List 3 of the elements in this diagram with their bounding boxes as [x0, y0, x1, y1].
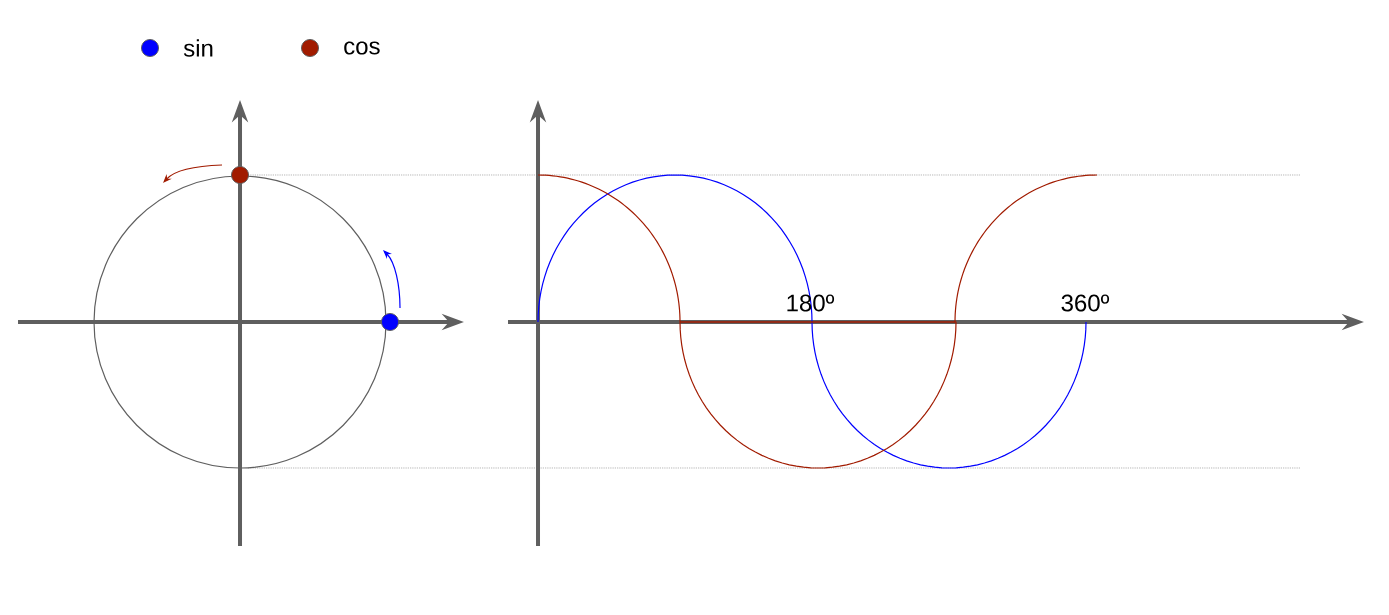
legend-label: sin: [183, 39, 213, 57]
tick-label: 360º: [1061, 294, 1110, 312]
legend-label: cos: [344, 41, 380, 55]
